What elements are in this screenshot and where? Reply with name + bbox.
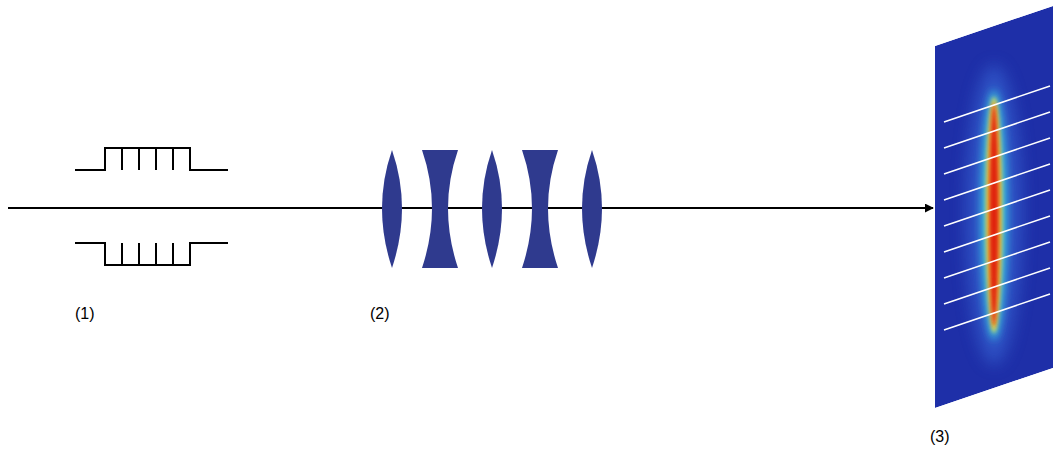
detector-line <box>944 216 1050 252</box>
detector-line <box>944 164 1050 200</box>
convex-lens <box>382 150 402 268</box>
detector-line <box>944 190 1050 226</box>
detector-line <box>944 268 1050 304</box>
concave-lens <box>522 150 558 268</box>
callout-number: (3) <box>930 429 950 445</box>
convex-lens <box>482 150 502 268</box>
undulator-magnets <box>75 148 228 170</box>
convex-lens <box>582 150 602 268</box>
concave-lens <box>422 150 458 268</box>
undulator-magnets <box>75 243 228 265</box>
detector-line <box>944 242 1050 278</box>
refractive-lenses <box>382 150 602 268</box>
detector-line <box>944 112 1050 148</box>
detector-image <box>935 6 1053 408</box>
detector-line <box>944 138 1050 174</box>
callout-number: (2) <box>370 306 390 322</box>
callout-number: (1) <box>75 306 95 322</box>
detector-line <box>944 86 1050 122</box>
detector-line <box>944 294 1050 330</box>
beam-axis <box>8 207 933 209</box>
